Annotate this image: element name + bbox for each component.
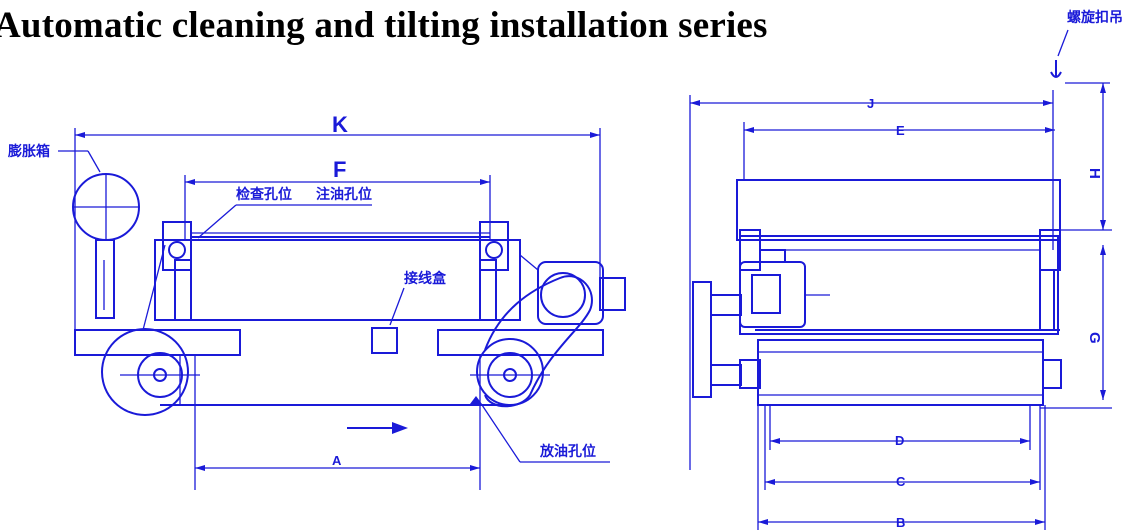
end-view: 螺旋扣吊 J E H G [689, 9, 1123, 530]
dim-label-e: E [896, 123, 905, 138]
label-oil-drain-hole: 放油孔位 [539, 443, 596, 460]
reducer-plate [692, 281, 712, 398]
dim-label-d: D [895, 433, 904, 448]
label-oil-fill-hole: 注油孔位 [316, 186, 372, 203]
dim-label-g: G [1086, 332, 1103, 344]
dim-label-f: F [333, 157, 346, 182]
drum-left [101, 328, 189, 416]
page-title: Automatic cleaning and tilting installat… [0, 5, 768, 46]
dim-label-b: B [896, 515, 905, 530]
dim-label-a: A [332, 453, 342, 468]
junction-box [371, 327, 398, 354]
label-spiral-hook: 螺旋扣吊 [1067, 9, 1123, 26]
dim-label-k: K [332, 112, 348, 137]
dim-label-j: J [867, 96, 874, 111]
magnet-body [154, 239, 521, 321]
label-junction-box: 接线盒 [404, 270, 447, 287]
magnet-housing [736, 179, 1061, 241]
label-inspection-hole: 检查孔位 [236, 186, 292, 203]
motor [537, 261, 604, 325]
label-expansion-box: 膨胀箱 [8, 143, 50, 160]
drum-right [476, 338, 544, 406]
motor-end [739, 261, 806, 328]
direction-arrow [392, 422, 408, 434]
dim-label-c: C [896, 474, 906, 489]
dim-label-h: H [1086, 168, 1103, 179]
side-view: K F 膨胀箱 检查孔位 注油孔位 [8, 112, 626, 490]
